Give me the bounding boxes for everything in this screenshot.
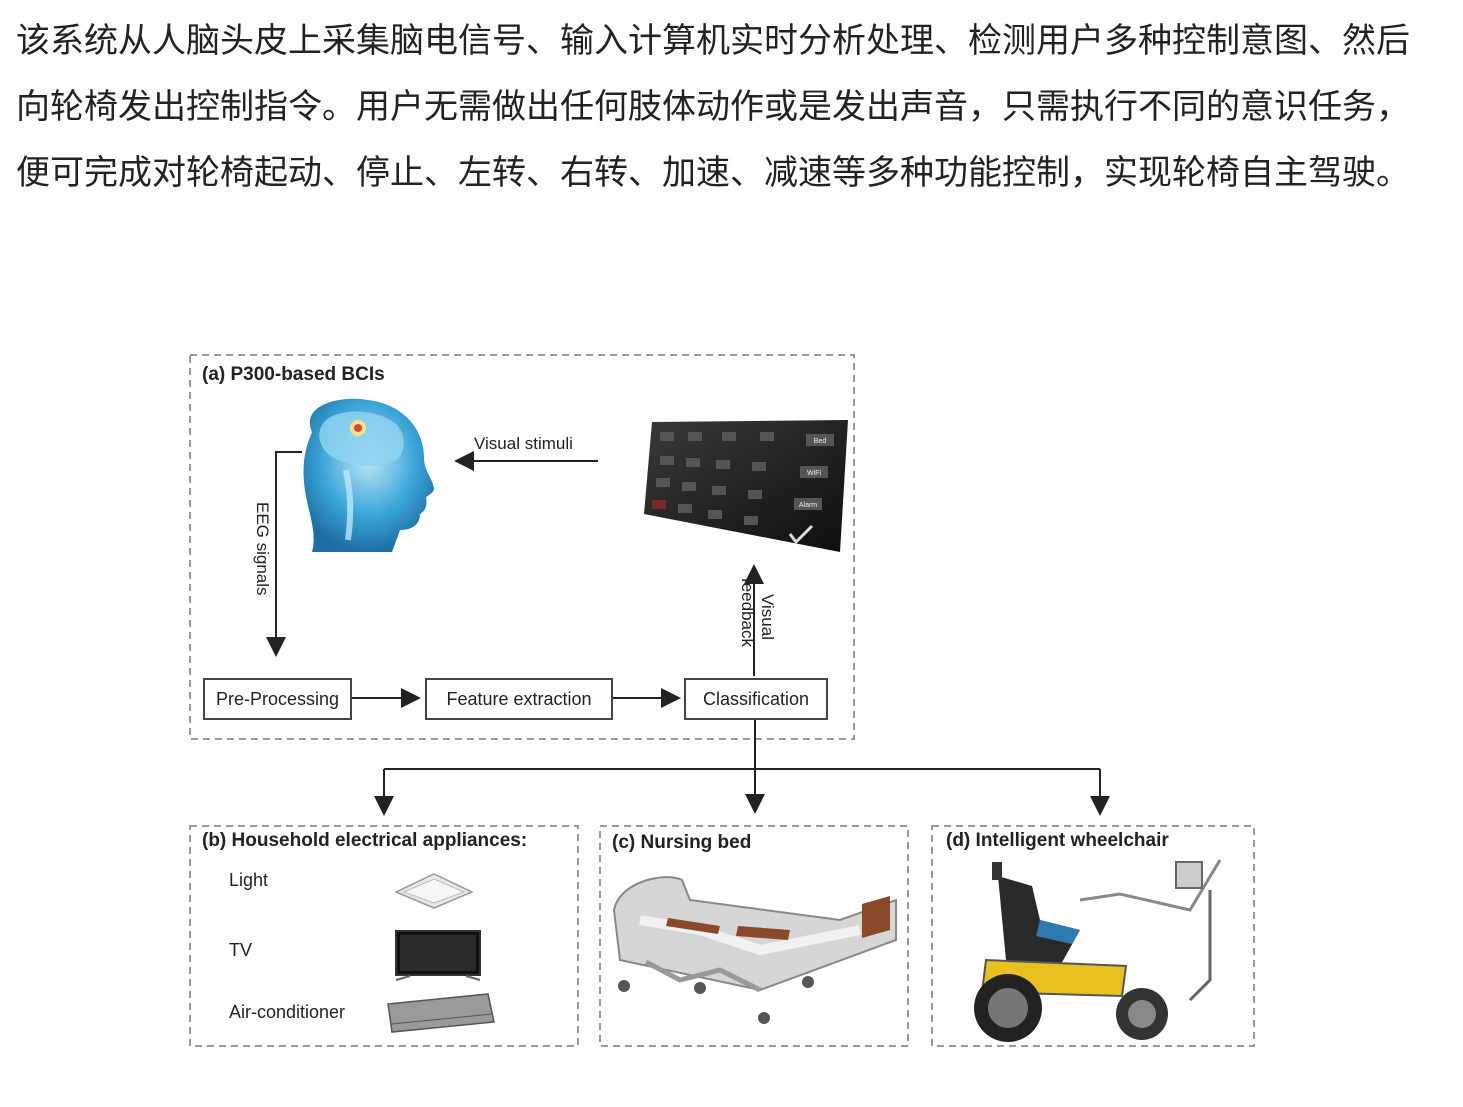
air-conditioner-image	[387, 993, 495, 1033]
wheelchair-image	[974, 859, 1222, 1042]
brain-head-illustration	[303, 398, 434, 552]
appliance-ac-label: Air-conditioner	[229, 1002, 346, 1022]
tv-image	[395, 930, 481, 981]
screen-button-label: WiFi	[807, 470, 821, 477]
appliance-tv-label: TV	[229, 940, 253, 960]
panel-d-title: (d) Intelligent wheelchair	[946, 830, 1169, 851]
visual-feedback-label-line2: feedback	[738, 578, 757, 647]
appliance-light-label: Light	[229, 870, 269, 890]
classification-box: Classification	[684, 678, 828, 720]
screen-button-label: Bed	[814, 438, 827, 445]
panel-b-border	[189, 825, 579, 1047]
article-paragraph: 该系统从人脑头皮上采集脑电信号、输入计算机实时分析处理、检测用户多种控制意图、然…	[16, 21, 1410, 193]
screen-button-label: Alarm	[799, 502, 817, 509]
panel-d-border	[931, 825, 1255, 1047]
eeg-signals-arrow	[266, 451, 302, 657]
panel-a-title: (a) P300-based BCIs	[202, 364, 385, 385]
panel-a-border	[189, 354, 855, 740]
feature-extraction-box: Feature extraction	[425, 678, 613, 720]
pre-processing-box: Pre-Processing	[203, 678, 352, 720]
eeg-signals-label: EEG signals	[253, 502, 272, 596]
visual-stimuli-label: Visual stimuli	[474, 434, 573, 453]
panel-b-title: (b) Household electrical appliances:	[202, 830, 528, 851]
panel-c-title: (c) Nursing bed	[612, 832, 752, 853]
visual-feedback-label-line1: Visual	[758, 594, 777, 640]
nursing-bed-image	[612, 876, 897, 1024]
light-fixture-image	[394, 873, 474, 909]
